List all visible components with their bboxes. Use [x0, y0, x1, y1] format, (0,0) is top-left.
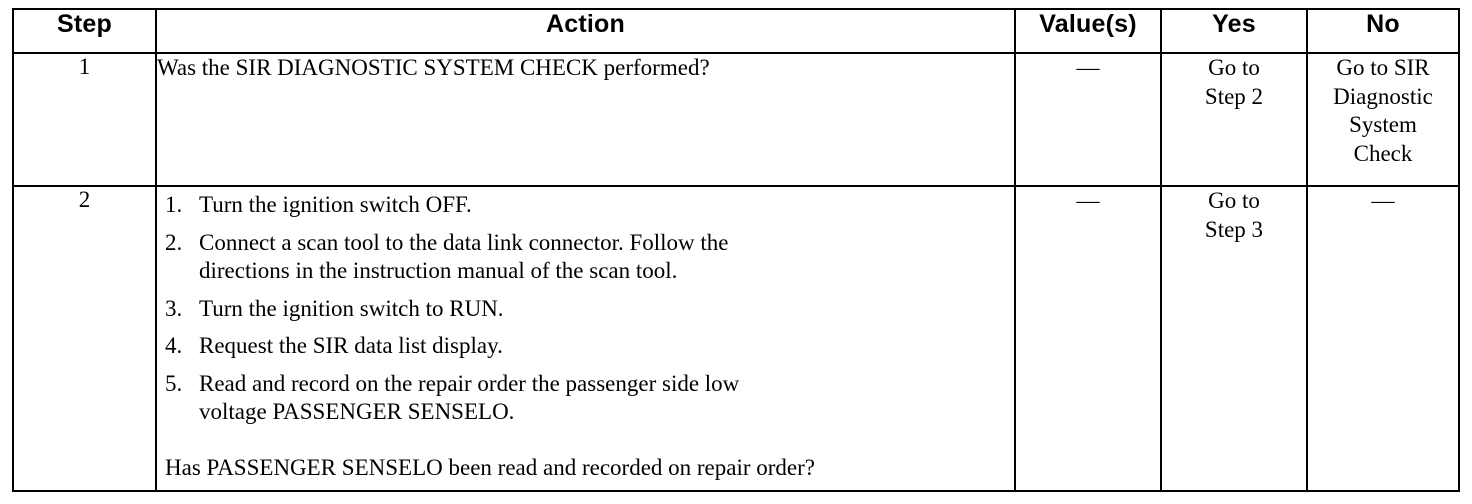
- cell-no: —: [1306, 185, 1460, 492]
- cell-action: Turn the ignition switch OFF. Connect a …: [155, 185, 1016, 492]
- action-step-line-1: Connect a scan tool to the data link con…: [199, 229, 729, 255]
- table-row: 2 Turn the ignition switch OFF. Connect …: [12, 185, 1460, 492]
- no-line-1: Go to SIR: [1336, 55, 1430, 80]
- yes-line-2: Step 3: [1204, 216, 1264, 242]
- action-step-item: Turn the ignition switch to RUN.: [165, 295, 1014, 324]
- cell-yes: Go to Step 2: [1160, 52, 1308, 187]
- action-step-line-2: directions in the instruction manual of …: [199, 258, 678, 284]
- action-step-line-1: Read and record on the repair order the …: [199, 370, 740, 396]
- column-header-action: Action: [155, 8, 1016, 54]
- cell-action: Was the SIR DIAGNOSTIC SYSTEM CHECK perf…: [155, 52, 1016, 187]
- action-step-line-2: voltage PASSENGER SENSELO.: [199, 399, 515, 425]
- cell-step-number: 2: [12, 185, 157, 492]
- value-dash: —: [1076, 55, 1100, 80]
- column-header-yes: Yes: [1160, 8, 1308, 54]
- no-line-1: —: [1371, 188, 1395, 213]
- cell-value: —: [1014, 52, 1162, 187]
- action-step-line-1: Turn the ignition switch to RUN.: [199, 295, 504, 321]
- column-header-no: No: [1306, 8, 1460, 54]
- cell-yes: Go to Step 3: [1160, 185, 1308, 492]
- yes-line-2: Step 2: [1204, 83, 1264, 109]
- action-step-item: Connect a scan tool to the data link con…: [165, 229, 1014, 286]
- action-step-item: Turn the ignition switch OFF.: [165, 191, 1014, 220]
- table-body: 1 Was the SIR DIAGNOSTIC SYSTEM CHECK pe…: [12, 52, 1460, 492]
- action-question: Was the SIR DIAGNOSTIC SYSTEM CHECK perf…: [157, 55, 710, 80]
- table-header: Step Action Value(s) Yes No: [12, 8, 1460, 54]
- cell-step-number: 1: [12, 52, 157, 187]
- cell-no: Go to SIR Diagnostic System Check: [1306, 52, 1460, 187]
- action-step-item: Request the SIR data list display.: [165, 332, 1014, 361]
- yes-line-1: Go to: [1208, 188, 1260, 213]
- cell-value: —: [1014, 185, 1162, 492]
- column-header-step: Step: [12, 8, 157, 54]
- no-line-3: System: [1349, 112, 1417, 138]
- no-line-2: Diagnostic: [1333, 83, 1433, 109]
- action-step-list: Turn the ignition switch OFF. Connect a …: [157, 191, 1014, 427]
- action-closing-question: Has PASSENGER SENSELO been read and reco…: [165, 454, 816, 480]
- yes-line-1: Go to: [1208, 55, 1260, 80]
- no-line-4: Check: [1353, 140, 1413, 166]
- table-row: 1 Was the SIR DIAGNOSTIC SYSTEM CHECK pe…: [12, 52, 1460, 187]
- action-step-line-1: Turn the ignition switch OFF.: [199, 192, 472, 217]
- action-step-line-1: Request the SIR data list display.: [199, 333, 503, 359]
- header-row: Step Action Value(s) Yes No: [12, 8, 1460, 54]
- column-header-value: Value(s): [1014, 8, 1162, 54]
- value-dash: —: [1076, 188, 1100, 213]
- diagnostic-procedure-table: Step Action Value(s) Yes No 1 Was the SI…: [12, 8, 1460, 492]
- action-step-item: Read and record on the repair order the …: [165, 370, 1014, 427]
